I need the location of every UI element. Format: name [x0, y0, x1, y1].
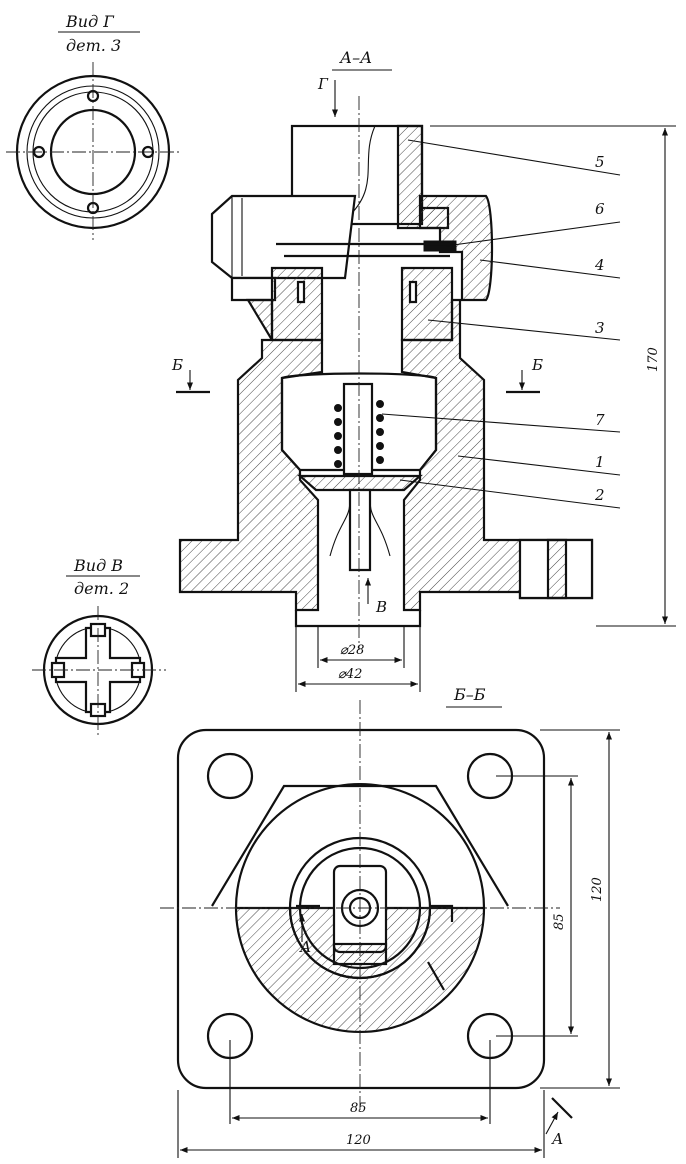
part-number-6: 6	[595, 200, 605, 218]
view-v: Вид В дет. 2	[32, 556, 166, 736]
part-number-3: 3	[595, 319, 605, 337]
view-g-title: Вид Г	[65, 12, 115, 31]
marker-b-right: Б	[531, 356, 543, 374]
main-dimensions: 170 ⌀28 ⌀42	[295, 125, 676, 692]
marker-g: Г	[317, 75, 329, 93]
plan-dimensions: 120 85 85 120	[177, 729, 620, 1158]
part-number-2: 2	[594, 486, 605, 504]
section-aa-title: А–А	[339, 48, 372, 67]
view-g-subtitle: дет. 3	[66, 36, 121, 55]
view-v-subtitle: дет. 2	[74, 579, 129, 598]
part-leaders: 5 6 4 3 7 1 2	[381, 139, 621, 509]
marker-a-cut: А	[299, 938, 311, 956]
marker-a-corner: А	[551, 1130, 563, 1148]
dim-plan-width: 120	[346, 1133, 371, 1148]
dim-dia-inner: ⌀28	[340, 643, 364, 658]
marker-v: В	[375, 598, 387, 616]
spring	[334, 400, 384, 468]
part-number-4: 4	[594, 256, 605, 274]
view-g: Вид Г дет. 3	[6, 12, 180, 240]
part-number-5: 5	[595, 153, 605, 171]
dim-plan-width-inner: 85	[350, 1101, 367, 1116]
section-bb-title: Б–Б	[453, 685, 486, 704]
view-v-title: Вид В	[73, 556, 123, 575]
dim-plan-height: 120	[590, 877, 605, 902]
part-number-7: 7	[595, 411, 605, 429]
marker-b-left: Б	[171, 356, 183, 374]
section-aa: А–А Г	[171, 48, 594, 650]
dim-plan-height-inner: 85	[552, 913, 567, 930]
dim-dia-outer: ⌀42	[338, 667, 362, 682]
part-number-1: 1	[595, 453, 605, 471]
section-bb: Б–Б А А	[160, 685, 573, 1148]
dim-height: 170	[646, 347, 661, 372]
